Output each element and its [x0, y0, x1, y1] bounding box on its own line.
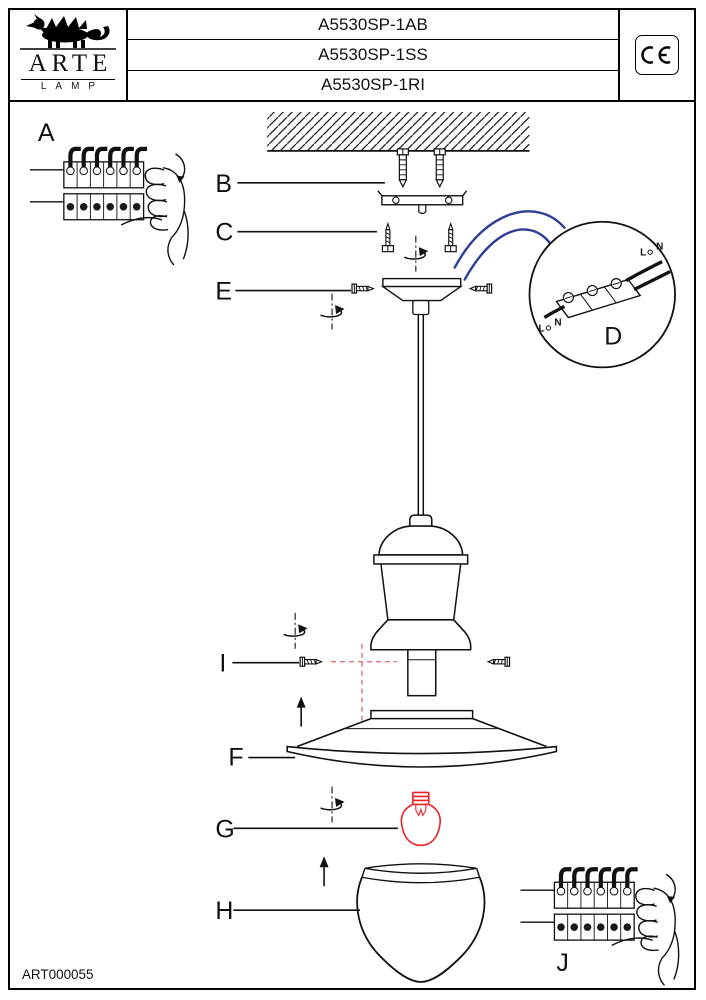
label-i: I	[219, 650, 226, 678]
label-g: G	[215, 815, 234, 843]
assembly-diagram-svg: L N L N D	[22, 111, 694, 988]
brand-subname: LAMP	[40, 81, 105, 92]
shade	[286, 709, 558, 768]
ceiling-hatch	[267, 111, 530, 152]
glass-shade	[356, 863, 486, 983]
canopy-screw-left	[351, 283, 375, 294]
assembly-diagram: L N L N D	[10, 100, 694, 988]
certification-cell	[620, 10, 694, 100]
hand-terminal-illustration-a	[30, 149, 188, 265]
lamp-body	[370, 514, 472, 697]
label-f: F	[228, 743, 243, 771]
label-d: D	[604, 322, 622, 350]
terminal-label-n-bottom: N	[554, 317, 561, 328]
ce-mark-icon	[641, 46, 671, 64]
terminal-label-l-bottom: L	[538, 323, 544, 334]
up-arrow-glass-icon	[318, 855, 330, 888]
label-j: J	[556, 949, 568, 977]
rotation-arrow-e-icon	[319, 292, 346, 331]
rotation-arrow-c-icon	[403, 234, 430, 273]
hand-terminal-illustration-j	[521, 869, 679, 985]
model-number-3: A5530SP-1RI	[128, 69, 618, 100]
model-number-2: A5530SP-1SS	[128, 39, 618, 69]
label-h: H	[215, 897, 233, 925]
griffin-logo-icon	[20, 14, 116, 50]
page-border: ARTE LAMP A5530SP-1AB A5530SP-1SS A5530S…	[8, 8, 696, 990]
bracket-screw-left	[381, 223, 394, 253]
body-screw-left	[299, 656, 323, 667]
label-c: C	[215, 219, 233, 247]
up-arrow-shade-icon	[295, 695, 307, 728]
label-a: A	[38, 119, 55, 147]
terminal-label-l-top: L	[640, 248, 646, 259]
suspension-cord	[417, 314, 425, 516]
leader-lines	[232, 182, 398, 911]
bracket-screw-right	[444, 223, 457, 253]
wall-anchor-left	[396, 148, 409, 188]
canopy	[380, 277, 463, 316]
brand-name: ARTE	[28, 50, 113, 77]
label-b: B	[215, 170, 232, 198]
brand-divider	[21, 79, 115, 80]
alignment-guides	[331, 643, 397, 723]
brand-logo: ARTE LAMP	[10, 10, 128, 100]
model-number-1: A5530SP-1AB	[318, 14, 428, 34]
rotation-arrow-i-icon	[282, 612, 309, 650]
terminal-label-n-top: N	[656, 242, 663, 253]
header: ARTE LAMP A5530SP-1AB A5530SP-1SS A5530S…	[10, 10, 694, 102]
label-e: E	[215, 278, 232, 306]
body-screw-right	[487, 656, 511, 667]
ce-mark	[635, 35, 679, 75]
mounting-bracket	[377, 190, 468, 215]
model-list: A5530SP-1AB A5530SP-1SS A5530SP-1RI	[128, 10, 620, 100]
rotation-arrow-g-icon	[319, 785, 346, 824]
canopy-screw-right	[469, 283, 493, 294]
bulb	[400, 791, 442, 847]
wiring-detail: L N L N D	[528, 220, 676, 369]
document-code: ART000055	[22, 967, 94, 982]
detail-callout-curves	[453, 210, 566, 281]
wall-anchor-right	[433, 148, 446, 188]
